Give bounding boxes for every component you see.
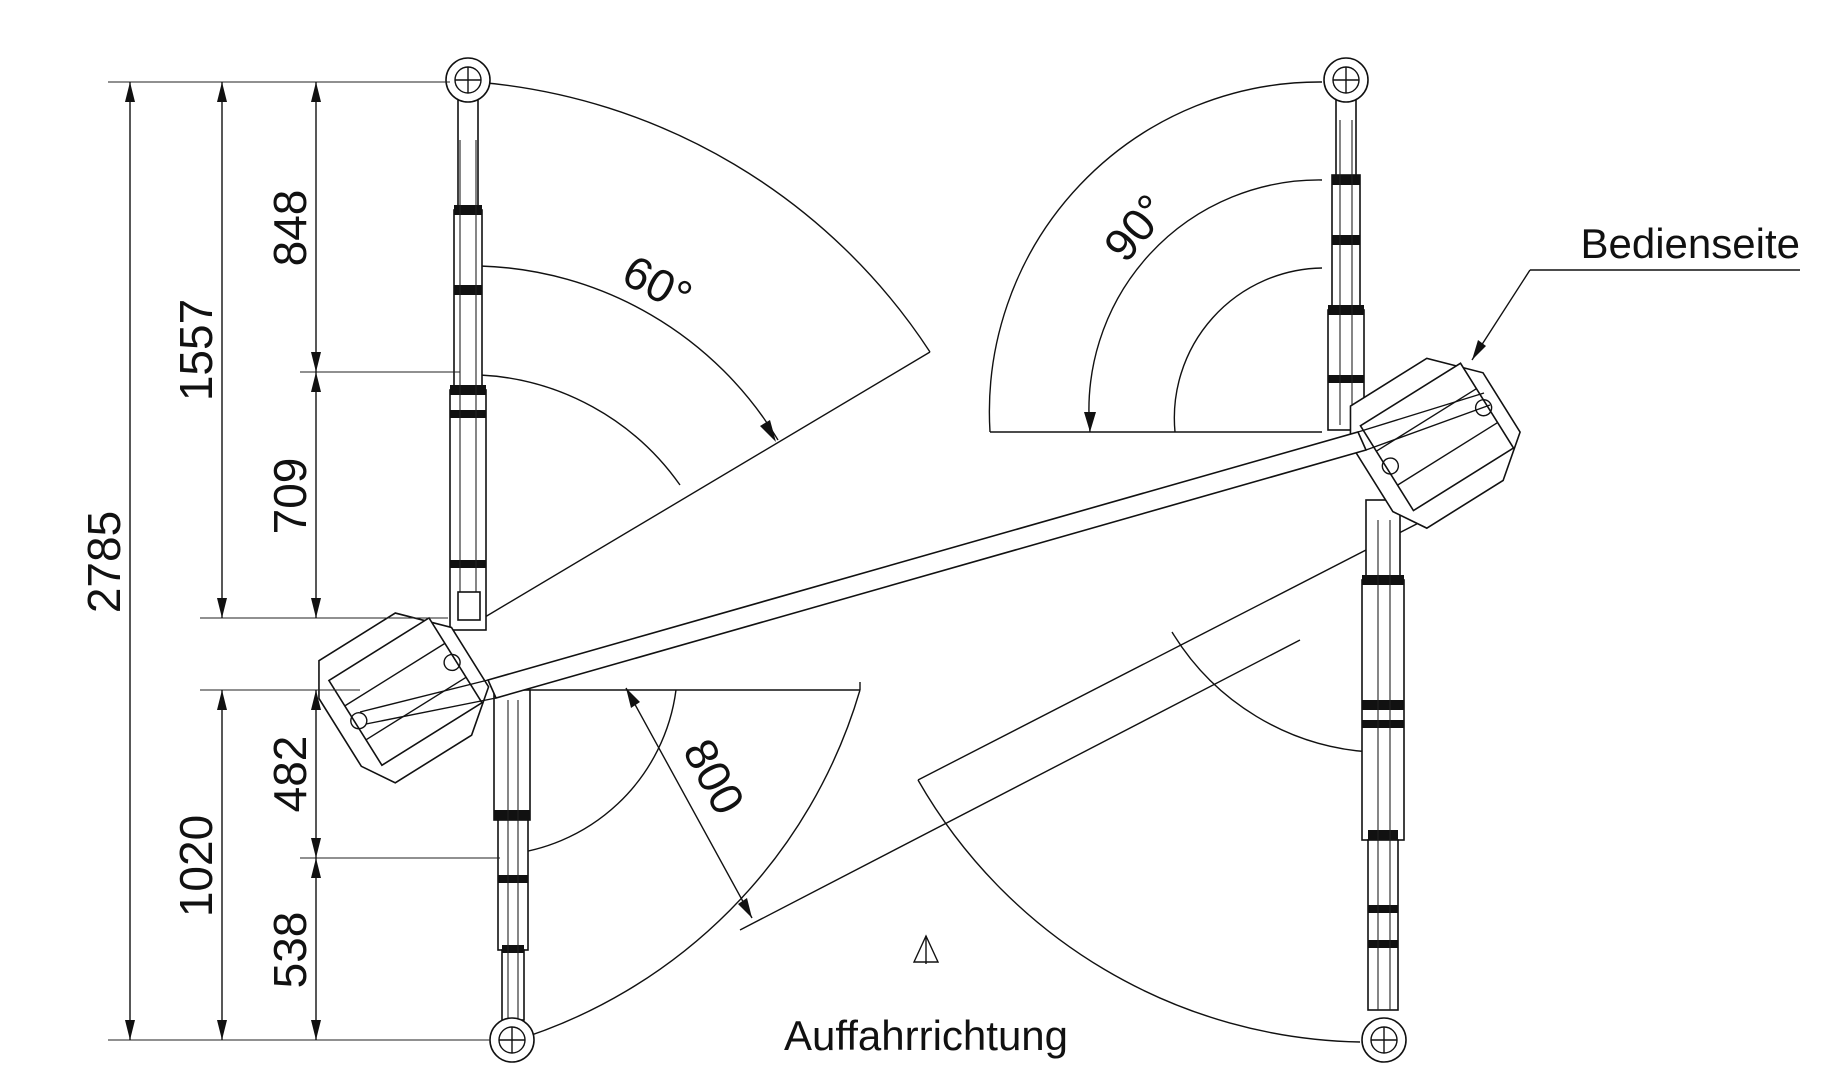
operator-side-callout — [1471, 269, 1800, 361]
lifting-pad-icon — [1323, 57, 1369, 103]
drive-direction-label: Auffahrrichtung — [784, 1012, 1068, 1059]
arm-upper-left — [449, 99, 487, 631]
lifting-pad-icon — [445, 57, 491, 103]
arm-upper-right — [1327, 99, 1365, 431]
lifting-pad-icon — [1361, 1017, 1407, 1063]
lifting-pad-icon — [489, 1017, 535, 1063]
crossbar — [359, 392, 1491, 725]
right-swing-arcs — [739, 81, 1441, 1043]
dimension-1020: 1020 — [170, 815, 222, 917]
dimension-709: 709 — [264, 458, 316, 535]
arm-lower-left — [493, 689, 531, 1021]
operator-side-label: Bedienseite — [1581, 220, 1801, 267]
left-swing-arcs — [475, 81, 931, 1043]
dimension-482: 482 — [264, 736, 316, 813]
carriage-right — [1349, 357, 1521, 530]
angle-90: 90° — [1093, 184, 1178, 271]
angle-60: 60° — [615, 245, 701, 324]
dimension-lines — [108, 81, 1096, 1041]
up-arrow-icon — [912, 934, 940, 964]
arm-lower-right — [1361, 499, 1405, 1011]
dimension-538: 538 — [264, 912, 316, 989]
dimension-848: 848 — [264, 190, 316, 267]
carriage-left — [318, 612, 490, 784]
dimension-2785: 2785 — [78, 511, 130, 613]
dimension-1557: 1557 — [170, 299, 222, 401]
dimension-800: 800 — [673, 730, 755, 822]
